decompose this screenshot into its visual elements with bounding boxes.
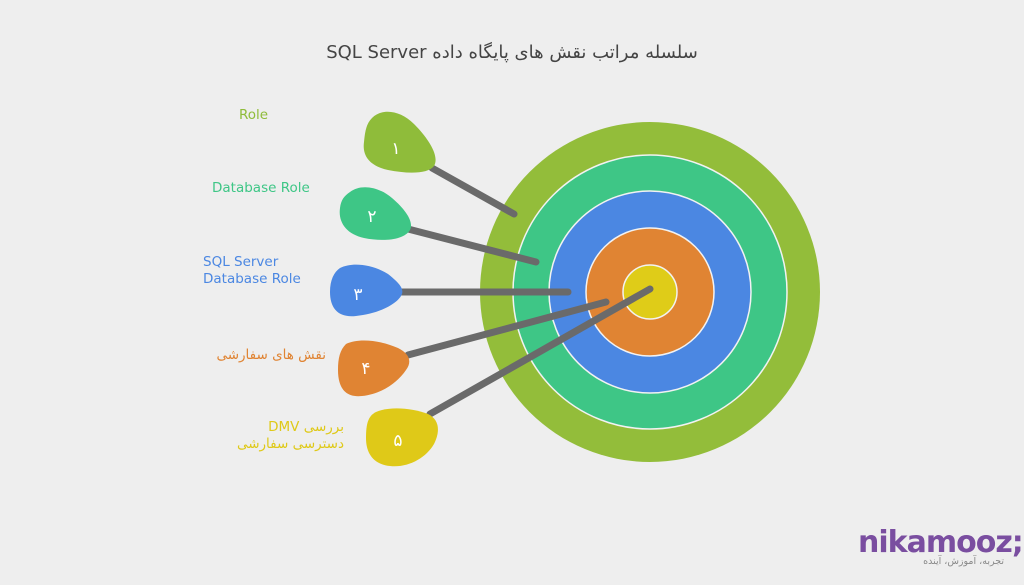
dart-5-number: ۵ bbox=[393, 431, 402, 451]
label-line-2: Database Role bbox=[203, 271, 301, 287]
dart-4-shaft bbox=[404, 298, 610, 359]
label-sql-server-database-role: SQL Server Database Role bbox=[203, 254, 301, 288]
label-role: Role bbox=[239, 107, 269, 123]
dart-2-shaft bbox=[404, 225, 540, 266]
label-line-2: دسترسی سفارشی bbox=[236, 436, 344, 452]
dart-3-number: ۳ bbox=[353, 285, 362, 305]
dart-1[interactable]: ۱ bbox=[363, 111, 436, 173]
dart-1-head bbox=[363, 111, 436, 173]
dart-shafts bbox=[396, 164, 654, 418]
dart-1-shaft bbox=[428, 164, 518, 218]
label-line-1: SQL Server bbox=[203, 254, 279, 270]
dart-2[interactable]: ۲ bbox=[339, 187, 412, 240]
label-line-1: بررسی DMV bbox=[268, 419, 344, 435]
dart-2-head bbox=[339, 187, 412, 240]
nikamooz-logo: nikamooz; تجربه، آموزش، آینده bbox=[858, 525, 1024, 567]
dart-5-head bbox=[366, 408, 438, 467]
dart-1-number: ۱ bbox=[391, 139, 400, 159]
dart-2-number: ۲ bbox=[367, 207, 376, 227]
label-database-role: Database Role bbox=[212, 180, 310, 196]
dart-4-head bbox=[338, 340, 410, 397]
dart-3[interactable]: ۳ bbox=[330, 264, 403, 317]
page-title: سلسله مراتب نقش های پایگاه داده SQL Serv… bbox=[326, 42, 698, 63]
logo-tagline: تجربه، آموزش، آینده bbox=[923, 556, 1004, 567]
dart-3-head bbox=[330, 264, 403, 317]
dart-4-number: ۴ bbox=[361, 359, 370, 379]
dart-4[interactable]: ۴ bbox=[338, 340, 410, 397]
label-custom-roles: نقش های سفارشی bbox=[216, 347, 326, 363]
logo-brand: nikamooz; bbox=[858, 525, 1024, 560]
label-dmv-custom-access: بررسی DMV دسترسی سفارشی bbox=[220, 419, 344, 453]
dart-5[interactable]: ۵ bbox=[366, 408, 438, 467]
dart-5-shaft bbox=[426, 285, 654, 418]
